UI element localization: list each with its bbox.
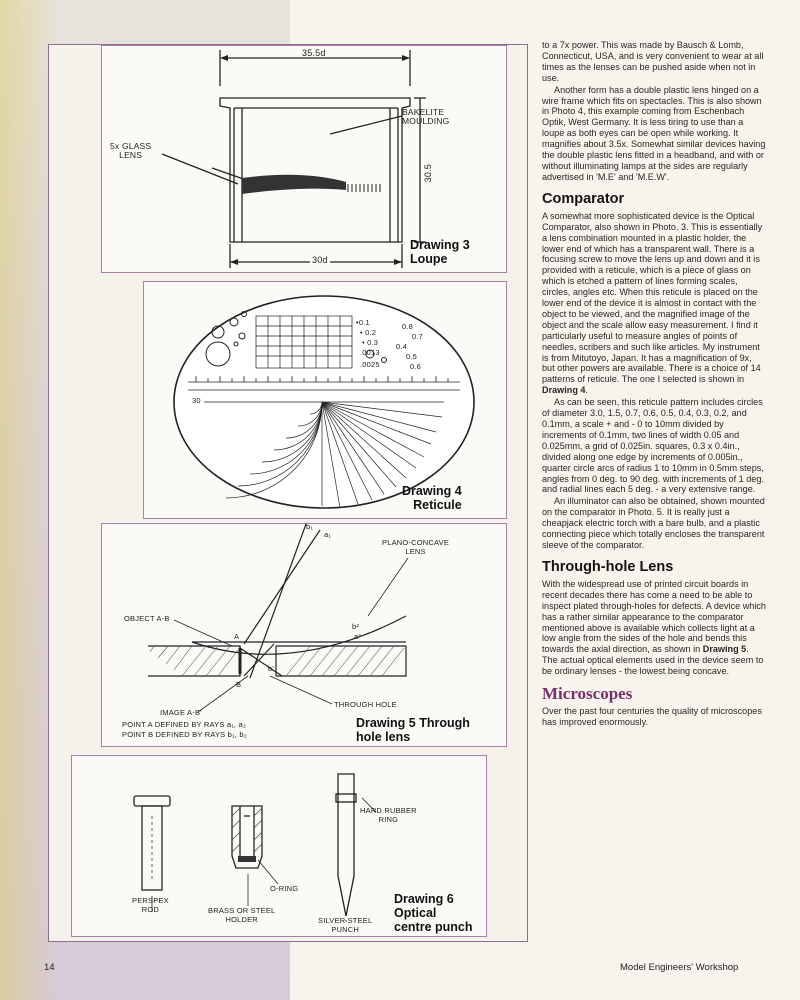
heading-comparator: Comparator — [542, 190, 625, 207]
drawing-6-caption: Drawing 6 Optical centre punch — [394, 892, 473, 934]
ray-a1-label: a₁ — [324, 530, 332, 539]
label-brass-holder: BRASS OR STEEL HOLDER — [208, 906, 276, 924]
drawing-3-loupe: 35.5d 30d 30.5 BAKELITE MOULDING 5x GLAS… — [101, 45, 507, 273]
through-hole-text-end: . The actual optical elements used in th… — [542, 644, 764, 677]
paragraph-reticule-pattern: As can be seen, this reticule pattern in… — [542, 397, 764, 495]
label-hard-rubber-ring: HARD RUBBER RING — [360, 806, 417, 824]
paragraph-microscopes: Over the past four centuries the quality… — [542, 706, 762, 727]
ray-b1-label: b₁ — [306, 522, 314, 531]
heading-microscopes: Microscopes — [542, 684, 633, 704]
paragraph-double-lens: Another form has a double plastic lens h… — [542, 84, 766, 182]
point-a-letter: A — [234, 632, 240, 641]
reticule-mark-07: 0.7 — [412, 332, 424, 341]
loupe-label-bakelite: BAKELITE MOULDING — [402, 107, 450, 126]
through-hole-diagram — [148, 524, 409, 713]
drawing-6-optical-centre-punch: HARD RUBBER RING O-RING PERSPEX ROD BRAS… — [71, 755, 487, 937]
heading-through-hole-lens: Through-hole Lens — [542, 558, 674, 575]
label-perspex-rod: PERSPEX ROD — [132, 896, 169, 914]
comparator-text: A somewhat more sophisticated device is … — [542, 210, 763, 385]
paragraph-comparator: A somewhat more sophisticated device is … — [542, 211, 766, 396]
point-b-letter: B — [236, 680, 242, 689]
loupe-dim-side: 30.5 — [423, 164, 433, 183]
label-oring: O-RING — [270, 884, 299, 893]
label-point-a: POINT A DEFINED BY RAYS a₁, a₂ — [122, 720, 246, 729]
label-plano-concave: PLANO-CONCAVE LENS — [382, 538, 450, 556]
drawing-5-caption: Drawing 5 Through hole lens — [356, 716, 470, 744]
reticule-mark-06: 0.6 — [410, 362, 422, 371]
reticule-mark-04: 0.4 — [396, 342, 408, 351]
tag-a2: a² — [354, 632, 362, 641]
reticule-mark-08: 0.8 — [402, 322, 414, 331]
paragraph-loupe-end: to a 7x power. This was made by Bausch &… — [542, 40, 764, 83]
paragraph-illuminator: An illuminator can also be obtained, sho… — [542, 496, 765, 550]
through-hole-text: With the widespread use of printed circu… — [542, 578, 766, 655]
reticule-diagram — [173, 295, 475, 509]
page-number: 14 — [44, 962, 55, 973]
reticule-mark-0025: .0025 — [360, 360, 380, 369]
label-point-b: POINT B DEFINED BY RAYS b₁, b₂ — [122, 730, 247, 739]
paragraph-through-hole: With the widespread use of printed circu… — [542, 579, 766, 677]
drawing-3-caption: Drawing 3 Loupe — [410, 238, 470, 266]
drawing-4-caption: Drawing 4 Reticule — [402, 484, 462, 512]
loupe-label-glass: 5x GLASS LENS — [110, 141, 152, 160]
reticule-mark-03: • 0.3 — [362, 338, 379, 347]
loupe-dim-top: 35.5d — [302, 48, 326, 58]
loupe-dim-bottom: 30d — [310, 255, 330, 265]
label-image: IMAGE A-B' — [160, 708, 202, 717]
reticule-mark-01: •0.1 — [356, 318, 370, 327]
drawing-5-through-hole-lens: b₁ a₁ PLANO-CONCAVE LENS OBJECT A-B A B … — [101, 522, 507, 747]
reticule-mark-30: 30 — [192, 396, 201, 405]
figures-panel: 35.5d 30d 30.5 BAKELITE MOULDING 5x GLAS… — [48, 44, 528, 942]
tag-b-prime: b' — [268, 664, 275, 673]
label-silver-steel-punch: SILVER STEEL PUNCH — [318, 916, 373, 934]
reticule-mark-05: 0.5 — [406, 352, 418, 361]
ref-drawing-4: Drawing 4 — [542, 385, 586, 396]
comparator-text-end: . — [585, 385, 588, 396]
label-through-hole: THROUGH HOLE — [334, 700, 397, 709]
ref-drawing-5: Drawing 5 — [702, 644, 747, 655]
reticule-mark-0013: .0013 — [360, 348, 380, 357]
magazine-name: Model Engineers' Workshop — [620, 962, 739, 973]
drawing-4-reticule: 30 •0.1 • 0.2 • 0.3 .0013 .0025 0.4 0.5 … — [143, 281, 507, 519]
centre-punch-diagram — [133, 773, 377, 922]
label-object: OBJECT A-B — [124, 614, 170, 623]
loupe-diagram — [161, 50, 426, 268]
reticule-mark-02: • 0.2 — [360, 328, 377, 337]
tag-b2: b² — [352, 622, 360, 631]
article-column: to a 7x power. This was made by Bausch &… — [542, 40, 766, 729]
